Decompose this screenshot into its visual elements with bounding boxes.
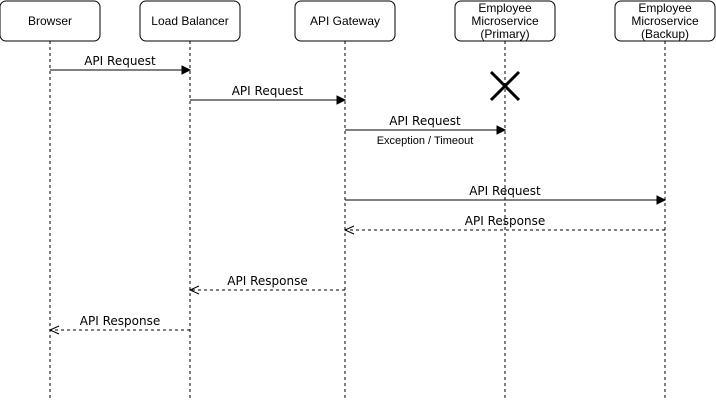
participant-label-employee-backup: Employee	[638, 1, 692, 15]
participant-label-employee-backup: Microservice	[631, 14, 699, 28]
participant-label-load-balancer: Load Balancer	[151, 14, 228, 28]
message-note: Exception / Timeout	[377, 135, 474, 147]
participant-label-employee-primary: (Primary)	[480, 27, 529, 41]
message-m6: API Response	[188, 274, 345, 295]
message-m5: API Response	[343, 214, 665, 235]
open-arrowhead-icon	[188, 285, 200, 295]
participant-label-api-gateway: API Gateway	[310, 14, 380, 28]
participant-label-browser: Browser	[28, 14, 72, 28]
participant-box-employee-primary	[454, 0, 556, 42]
filled-arrowhead-icon	[656, 195, 667, 205]
message-m1: API Request	[50, 54, 192, 75]
participant-label-employee-primary: Employee	[478, 1, 532, 15]
participant-api-gateway: API Gateway	[294, 0, 396, 42]
message-label: API Request	[389, 114, 461, 128]
participant-browser: Browser	[0, 0, 101, 42]
filled-arrowhead-icon	[496, 125, 507, 135]
message-label: API Request	[232, 84, 304, 98]
message-label: API Response	[227, 274, 307, 288]
filled-arrowhead-icon	[336, 95, 347, 105]
participant-box-browser	[0, 0, 101, 42]
participant-box-load-balancer	[139, 0, 241, 42]
open-arrowhead-icon	[343, 225, 355, 235]
participant-box-employee-backup	[614, 0, 716, 42]
message-m2: API Request	[190, 84, 347, 105]
message-m7: API Response	[48, 314, 190, 335]
participant-load-balancer: Load Balancer	[139, 0, 241, 42]
message-m4: API Request	[345, 184, 667, 205]
participant-label-employee-primary: Microservice	[471, 14, 539, 28]
x-mark-icon	[489, 70, 521, 102]
participant-box-api-gateway	[294, 0, 396, 42]
participant-label-employee-backup: (Backup)	[641, 27, 689, 41]
open-arrowhead-icon	[48, 325, 60, 335]
message-label: API Request	[469, 184, 541, 198]
message-label: API Response	[80, 314, 160, 328]
message-label: API Response	[465, 214, 545, 228]
message-label: API Request	[84, 54, 156, 68]
filled-arrowhead-icon	[181, 65, 192, 75]
